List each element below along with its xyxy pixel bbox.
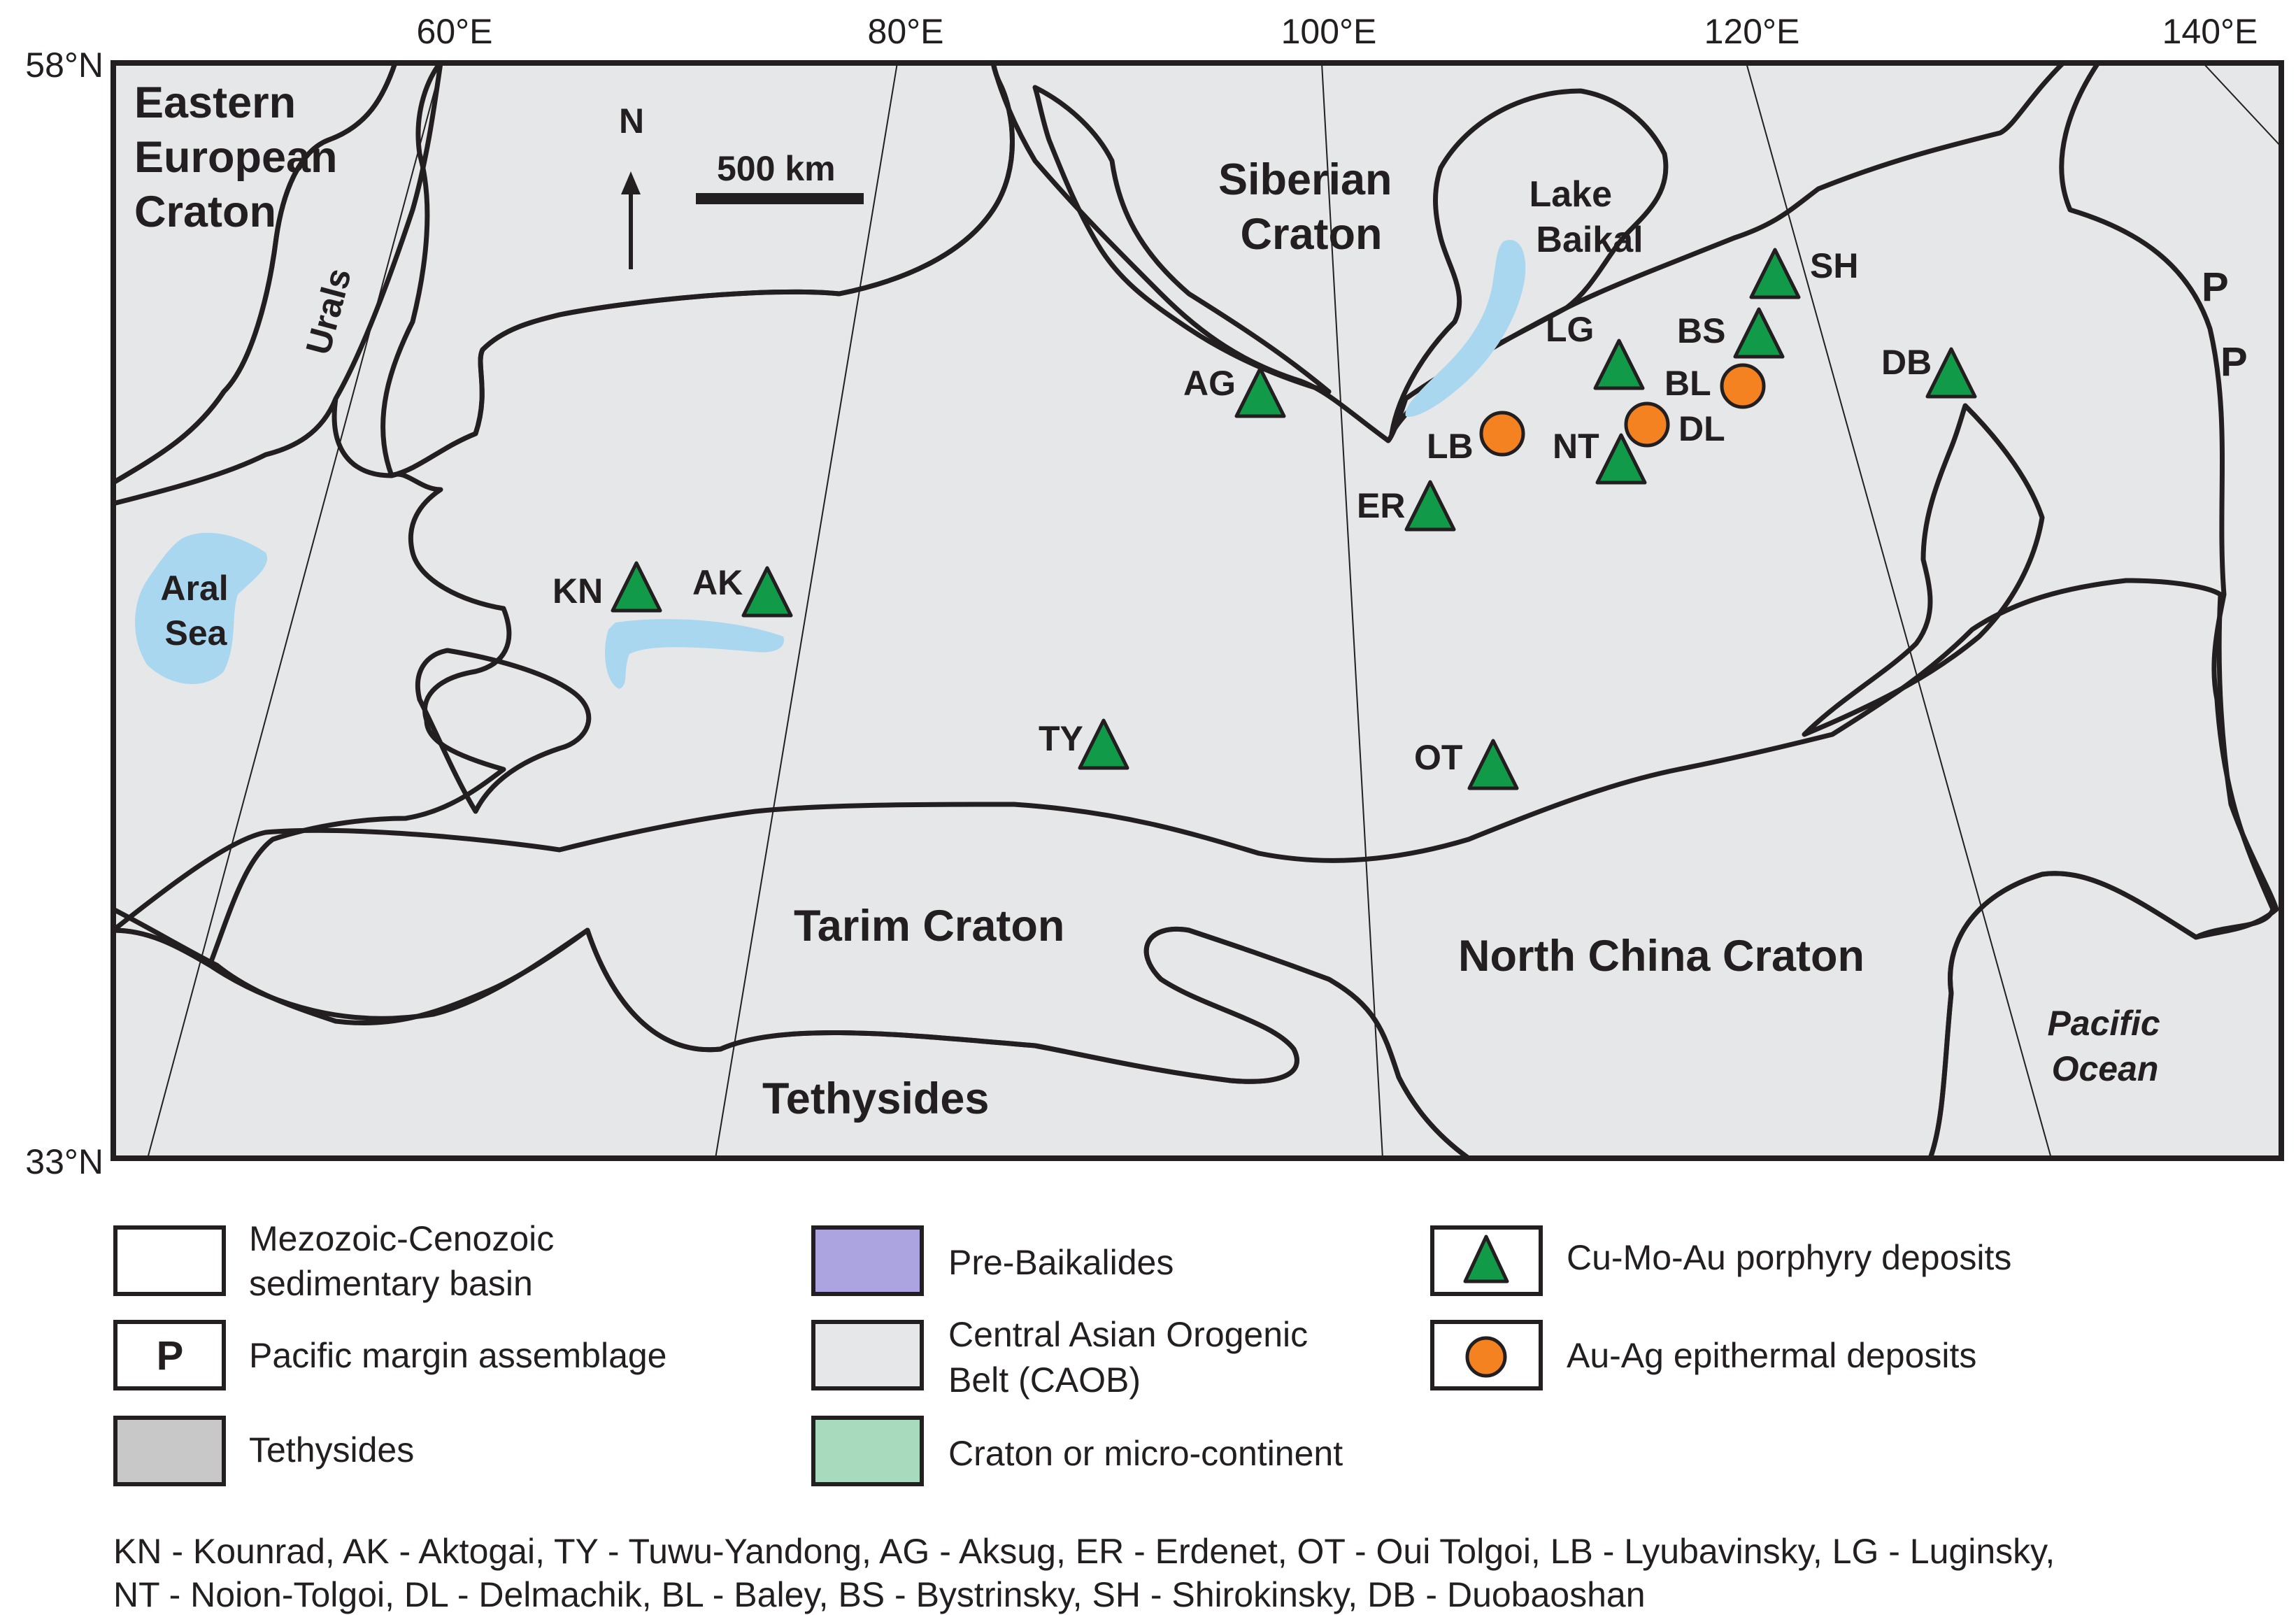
siberian-craton-label: Siberian Craton <box>1218 155 1404 259</box>
latitude-label: 33°N <box>25 1142 104 1181</box>
porphyry-deposit-marker <box>1733 307 1785 359</box>
legend-swatch-caob <box>811 1320 924 1390</box>
pacific-ocean-label: Pacific Ocean <box>2047 1004 2169 1088</box>
legend-label-porphyry: Cu-Mo-Au porphyry deposits <box>1567 1238 2011 1277</box>
deposit-layer: KN AK TY AG ER OT LG NT BS SH DB LB DL BL <box>552 246 1977 790</box>
longitude-label: 100°E <box>1281 12 1377 51</box>
legend-swatch-tethysides <box>113 1416 226 1486</box>
north-arrow-icon <box>621 171 641 269</box>
legend-swatch-pre-baikalides <box>811 1225 924 1296</box>
tarim-craton-label: Tarim Craton <box>794 902 1064 951</box>
gobi-basin-region <box>415 648 592 814</box>
deposit-code-label: LB <box>1427 427 1474 466</box>
legend-label-pacific: Pacific margin assemblage <box>249 1336 667 1375</box>
deposit-code-label: KN <box>552 571 603 611</box>
porphyry-deposit-marker <box>741 566 793 618</box>
deposit-code-label: OT <box>1414 738 1462 777</box>
legend-swatch-basin <box>113 1225 226 1296</box>
map-frame <box>110 60 2284 1161</box>
pre-baikalides-region <box>1032 85 1332 394</box>
porphyry-deposit-marker <box>611 561 662 613</box>
lake-baikal-label: Lake Baikal <box>1530 174 1643 260</box>
deposit-code-label: BL <box>1664 364 1711 403</box>
deposit-code-label: ER <box>1357 486 1405 525</box>
pacific-margin-marker: P <box>2220 339 2248 385</box>
deposit-code-label: LG <box>1546 310 1594 349</box>
lake-baikal-basin-region <box>1389 88 1669 436</box>
tethysides-label: Tethysides <box>762 1074 989 1123</box>
epithermal-deposit-marker <box>1624 401 1670 448</box>
deposit-code-label: NT <box>1553 427 1599 466</box>
legend-label-pre-baikalides: Pre-Baikalides <box>948 1243 1174 1282</box>
scale-bar <box>696 193 864 204</box>
abbreviations-line: KN - Kounrad, AK - Aktogai, TY - Tuwu-Ya… <box>113 1532 2055 1571</box>
legend-label-tethysides: Tethysides <box>249 1430 414 1470</box>
deposit-code-label: BS <box>1677 311 1725 350</box>
legend-swatch-craton <box>811 1416 924 1486</box>
deposit-code-label: AK <box>692 563 743 602</box>
scale-bar-label: 500 km <box>717 149 836 188</box>
longitude-label: 60°E <box>417 12 493 51</box>
map-body: Eastern European Craton Urals N 500 km S… <box>113 63 2281 1158</box>
deposit-code-label: SH <box>1810 246 1858 285</box>
legend-label-epithermal: Au-Ag epithermal deposits <box>1567 1336 1976 1375</box>
longitude-label: 80°E <box>868 12 944 51</box>
porphyry-deposit-marker <box>1593 339 1645 390</box>
songliao-basin-region <box>1802 403 2045 737</box>
porphyry-triangle-icon <box>1463 1235 1509 1283</box>
abbreviations-line: NT - Noion-Tolgoi, DL - Delmachik, BL - … <box>113 1575 1646 1614</box>
deposit-code-label: DL <box>1678 409 1725 448</box>
porphyry-deposit-marker <box>1234 367 1286 418</box>
deposit-code-label: AG <box>1183 364 1236 403</box>
eastern-european-craton-label: Eastern European Craton <box>134 78 350 236</box>
graticule <box>147 63 2281 1158</box>
lake-baikal <box>1405 240 1526 417</box>
legend-label-craton: Craton or micro-continent <box>948 1434 1343 1473</box>
porphyry-deposit-marker <box>1749 248 1801 299</box>
legend: Mezozoic-Cenozoic sedimentary basin P Pa… <box>113 1219 2055 1614</box>
legend-label-basin: Mezozoic-Cenozoic sedimentary basin <box>249 1219 564 1303</box>
porphyry-deposit-marker <box>1925 347 1977 399</box>
aral-sea-label: Aral Sea <box>160 569 238 653</box>
porphyry-deposit-marker <box>1078 718 1129 770</box>
north-arrow-label: N <box>619 101 644 141</box>
epithermal-deposit-marker <box>1479 411 1525 457</box>
porphyry-deposit-marker <box>1467 739 1519 790</box>
legend-pacific-symbol: P <box>157 1333 184 1379</box>
pacific-margin-marker: P <box>2202 264 2229 310</box>
balkhash-lake <box>605 619 784 689</box>
central-basin-region <box>380 63 1015 478</box>
latitude-label: 58°N <box>25 45 104 85</box>
north-china-craton-label: North China Craton <box>1458 932 1864 981</box>
deposit-code-label: DB <box>1881 343 1932 382</box>
legend-label-caob: Central Asian Orogenic Belt (CAOB) <box>948 1315 1318 1400</box>
epithermal-deposit-marker <box>1720 363 1766 409</box>
longitude-label: 120°E <box>1704 12 1800 51</box>
porphyry-deposit-marker <box>1595 433 1647 485</box>
caob-region <box>113 63 2281 1158</box>
deposit-code-label: TY <box>1039 719 1083 758</box>
aral-sea <box>135 532 267 685</box>
legend-swatch-pacific <box>113 1320 226 1390</box>
tethysides-region <box>113 906 1471 1158</box>
porphyry-deposit-marker <box>1404 480 1456 532</box>
epithermal-circle-icon <box>1465 1336 1507 1378</box>
longitude-label: 140°E <box>2162 12 2258 51</box>
